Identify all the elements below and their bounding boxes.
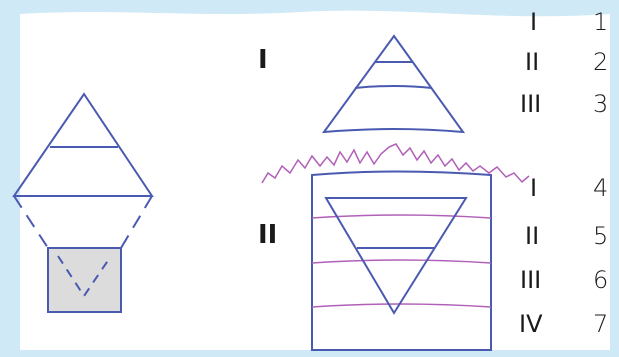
upper-body-label: I xyxy=(258,47,268,73)
row-roman-label: II xyxy=(525,224,539,248)
row-number-label: 1 xyxy=(593,10,608,34)
lower-body-label: II xyxy=(258,222,277,248)
row-number-label: 7 xyxy=(593,312,608,336)
row-number-label: 2 xyxy=(593,50,608,74)
row-roman-label: III xyxy=(520,92,541,116)
row-number-label: 3 xyxy=(593,92,608,116)
row-roman-label: IV xyxy=(519,312,543,336)
row-roman-label: I xyxy=(530,10,537,34)
row-number-label: 5 xyxy=(593,224,608,248)
row-number-label: 4 xyxy=(593,176,608,200)
row-number-label: 6 xyxy=(593,268,608,292)
row-roman-label: I xyxy=(530,176,537,200)
row-roman-label: II xyxy=(525,50,539,74)
row-roman-label: III xyxy=(520,268,541,292)
